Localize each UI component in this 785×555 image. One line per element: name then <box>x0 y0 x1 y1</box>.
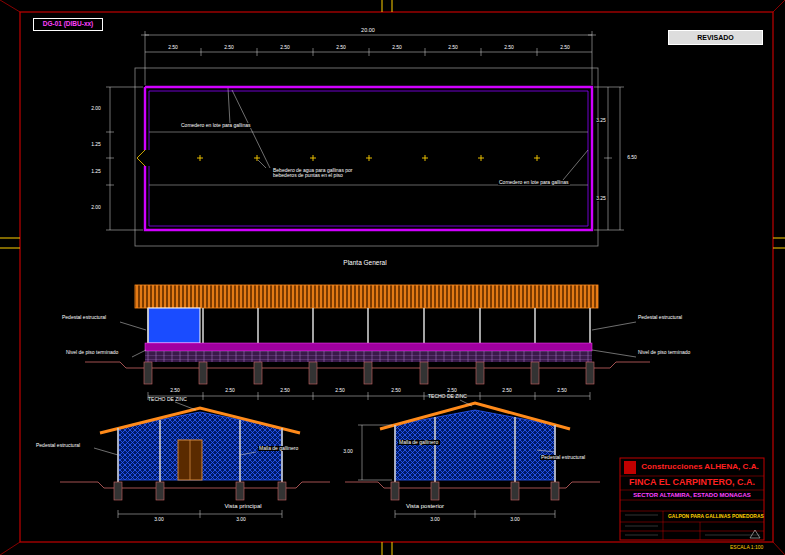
title-text: Construcciones ALHENA, C.A. <box>641 463 759 471</box>
dimension: 2.50 <box>448 45 458 50</box>
location-text: SECTOR ALTAMIRA, ESTADO MONAGAS <box>622 491 762 499</box>
scale-note: ESCALA 1:100 <box>730 545 763 550</box>
callout-note: TECHO DE ZINC <box>148 397 187 402</box>
dimension: 2.50 <box>336 45 346 50</box>
dimension: 2.50 <box>557 388 567 393</box>
dimension: 6.50 <box>627 155 637 160</box>
dimension: 3.00 <box>154 517 164 522</box>
dimension: 3.00 <box>236 517 246 522</box>
drawing-title: GALPON PARA GALLINAS PONEDORAS <box>665 512 767 521</box>
dimension: 2.50 <box>502 388 512 393</box>
callout-note: Pedestal estructural <box>36 443 92 448</box>
view-title: Vista principal <box>224 503 261 509</box>
dimension: 2.50 <box>392 45 402 50</box>
dimension: 3.00 <box>510 517 520 522</box>
dimension: 3.00 <box>430 517 440 522</box>
callout-note: Pedestal estructural <box>62 315 120 320</box>
title-text: DG-01 (DIBU-xx) <box>43 21 94 28</box>
dimension: 2.50 <box>391 388 401 393</box>
dimension: 2.50 <box>335 388 345 393</box>
dimension: 20.00 <box>361 28 375 34</box>
dimension: 2.50 <box>504 45 514 50</box>
dimension: 2.50 <box>560 45 570 50</box>
callout-note: Nivel de piso terminado <box>66 350 130 355</box>
company-name: Construcciones ALHENA, C.A. <box>638 459 762 475</box>
dimension: 2.50 <box>280 388 290 393</box>
dimension: 2.00 <box>91 106 101 111</box>
plan-note: Comedero en lote para gallinas <box>180 123 252 128</box>
plan-note: Bebedero de agua para gallinas por bebed… <box>272 168 366 179</box>
stamp-box: REVISADO <box>668 30 763 45</box>
dimension: 3.25 <box>595 196 607 201</box>
dimension: 3.00 <box>343 449 353 454</box>
title-text: REVISADO <box>697 34 734 41</box>
dimension: 2.50 <box>170 388 180 393</box>
title-text: SECTOR ALTAMIRA, ESTADO MONAGAS <box>633 492 751 498</box>
dimension: 3.25 <box>595 118 607 123</box>
callout-note: Malla de gallinero <box>258 446 302 451</box>
callout-note: Pedestal estructural <box>540 455 590 460</box>
sheet-code-box: DG-01 (DIBU-xx) <box>33 18 103 31</box>
view-title: Planta General <box>343 260 386 267</box>
callout-note: Nivel de piso terminado <box>638 350 702 355</box>
dimension: 2.50 <box>224 45 234 50</box>
callout-note: TECHO DE ZINC <box>428 394 467 399</box>
dimension: 2.50 <box>168 45 178 50</box>
title-text: GALPON PARA GALLINAS PONEDORAS <box>668 514 764 519</box>
dimension: 2.50 <box>225 388 235 393</box>
view-title: Vista posterior <box>406 503 444 509</box>
project-name: FINCA EL CARPINTERO, C.A. <box>622 477 762 489</box>
title-text: FINCA EL CARPINTERO, C.A. <box>629 478 755 487</box>
dimension: 2.50 <box>280 45 290 50</box>
dimension: 1.25 <box>91 142 101 147</box>
callout-note: Malla de gallinero <box>398 440 440 445</box>
dimension: 1.25 <box>91 169 101 174</box>
plan-note: Comedero en lote para gallinas <box>498 180 570 185</box>
callout-note: Pedestal estructural <box>638 315 698 320</box>
dimension: 2.00 <box>91 205 101 210</box>
dimension: 2.50 <box>447 388 457 393</box>
